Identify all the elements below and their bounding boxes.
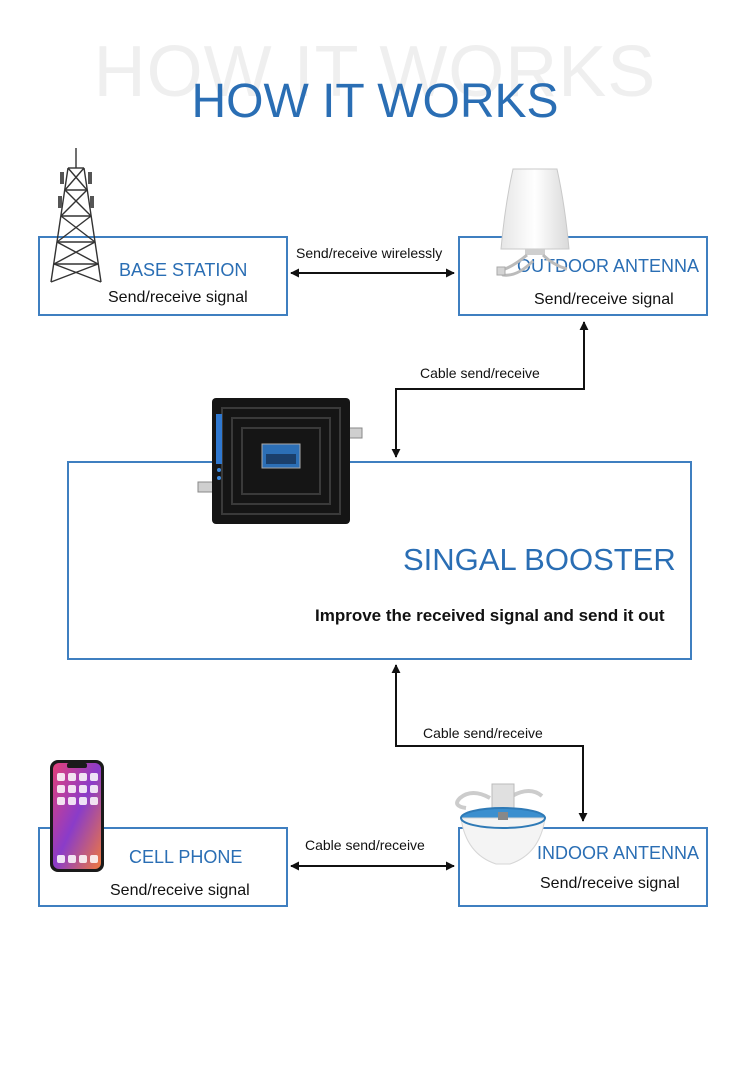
page-title: HOW IT WORKS <box>191 75 559 128</box>
signal-booster-title: SINGAL BOOSTER <box>403 542 676 577</box>
base-station-title: BASE STATION <box>119 260 248 280</box>
smartphone-icon <box>50 760 104 872</box>
indoor-antenna-box <box>458 827 708 907</box>
base-station-subtitle: Send/receive signal <box>108 289 248 306</box>
cell-phone-title: CELL PHONE <box>129 847 243 867</box>
ceiling-antenna-icon <box>455 783 546 865</box>
outdoor-antenna-subtitle: Send/receive signal <box>534 291 674 308</box>
cell-tower-icon <box>50 148 102 283</box>
title-shadow: HOW IT WORKS <box>93 32 657 112</box>
signal-booster-device <box>197 398 363 524</box>
arrow-outdoor-booster <box>391 321 589 458</box>
signal-booster-box <box>67 461 692 660</box>
base-station-box <box>38 236 288 316</box>
indoor-antenna-subtitle: Send/receive signal <box>540 875 680 892</box>
outdoor-antenna-title: OUTDOOR ANTENNA <box>517 256 700 276</box>
indoor-antenna-title: INDOOR ANTENNA <box>537 843 700 863</box>
label-phone-indoor: Cable send/receive <box>305 837 425 853</box>
cell-phone-subtitle: Send/receive signal <box>110 882 250 899</box>
signal-booster-subtitle: Improve the received signal and send it … <box>315 606 665 625</box>
outdoor-antenna-box <box>458 236 708 316</box>
cell-phone-box <box>38 827 288 907</box>
panel-antenna-icon <box>496 168 570 277</box>
label-base-outdoor: Send/receive wirelessly <box>296 245 443 261</box>
arrow-booster-indoor <box>391 664 588 822</box>
